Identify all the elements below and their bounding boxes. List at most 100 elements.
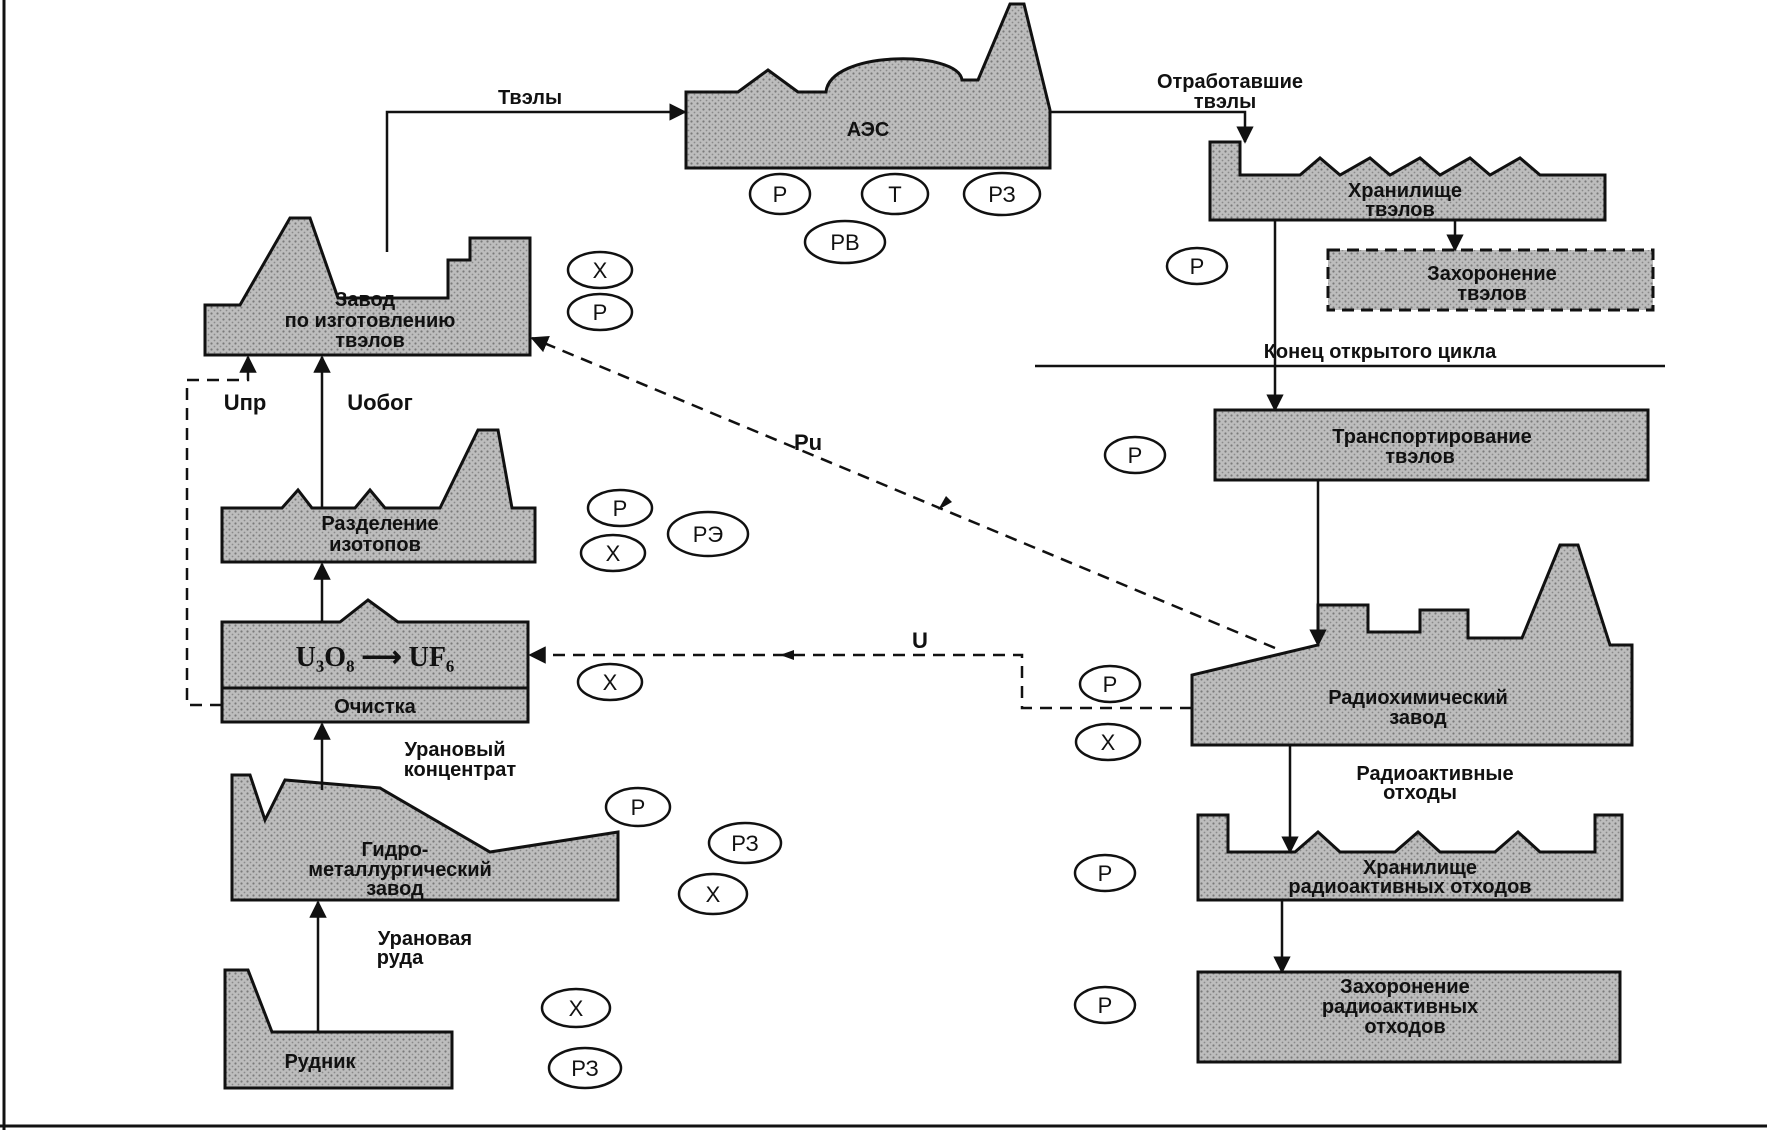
edge-u-label: U bbox=[912, 628, 928, 653]
fuel-plant-building bbox=[203, 216, 532, 357]
marker-fuel-r bbox=[566, 292, 634, 332]
mine-label: Рудник bbox=[284, 1051, 356, 1073]
marker-hydro-rz bbox=[707, 821, 783, 865]
marker-iso-re bbox=[666, 510, 750, 558]
fuel-burial-box bbox=[1326, 248, 1655, 312]
marker-radiochem-x-text: Х bbox=[1101, 730, 1116, 755]
fuel-burial-label-1: Захоронение bbox=[1427, 263, 1557, 285]
edge-tvely-label: Твэлы bbox=[498, 87, 562, 109]
marker-conv-x bbox=[576, 662, 644, 702]
marker-aes-rz-text: РЗ bbox=[988, 182, 1015, 207]
marker-mine-x-text: Х bbox=[569, 996, 584, 1021]
marker-conv-x-text: Х bbox=[603, 670, 618, 695]
marker-hydro-rz-text: РЗ bbox=[731, 831, 758, 856]
marker-aes-t bbox=[860, 172, 930, 216]
marker-storage-r-text: Р bbox=[1190, 254, 1205, 279]
edge-spent-label-2: твэлы bbox=[1194, 91, 1256, 113]
marker-iso-x bbox=[579, 533, 647, 573]
hydromet-label-1: Гидро- bbox=[362, 839, 429, 861]
open-cycle-label: Конец открытого цикла bbox=[1264, 341, 1497, 363]
marker-hydro-r bbox=[604, 786, 672, 828]
marker-radiochem-r-text: Р bbox=[1103, 672, 1118, 697]
hydromet-label-2: металлургический bbox=[308, 859, 492, 881]
edge-u-obog-label: Uобог bbox=[347, 390, 413, 415]
marker-fuel-r-text: Р bbox=[593, 300, 608, 325]
edge-fuel-to-aes bbox=[385, 103, 687, 252]
conversion-formula: U₃O₈ ⟶ UF₆ bbox=[296, 642, 455, 673]
transport-label-1: Транспортирование bbox=[1332, 426, 1531, 448]
marker-aes-rv-text: РВ bbox=[830, 230, 859, 255]
radiochem-label-1: Радиохимический bbox=[1328, 687, 1508, 709]
radiochem-label-2: завод bbox=[1389, 707, 1447, 729]
fuel-storage-building bbox=[1208, 140, 1607, 222]
marker-waste-burial-r bbox=[1073, 985, 1137, 1025]
marker-iso-r-text: Р bbox=[613, 496, 628, 521]
marker-mine-rz-text: РЗ bbox=[571, 1056, 598, 1081]
edge-waste-label-2: отходы bbox=[1383, 782, 1457, 804]
marker-waste-storage-r-text: Р bbox=[1098, 861, 1113, 886]
marker-radiochem-x bbox=[1074, 722, 1142, 762]
isotope-sep-label-1: Разделение bbox=[321, 513, 438, 535]
fuel-plant-label-2: по изготовлению bbox=[285, 310, 456, 332]
marker-mine-x bbox=[540, 987, 612, 1029]
transport-label-2: твэлов bbox=[1385, 446, 1455, 468]
marker-radiochem-r bbox=[1078, 664, 1142, 704]
waste-burial-label-1: Захоронение bbox=[1340, 976, 1470, 998]
marker-hydro-r-text: Р bbox=[631, 795, 646, 820]
fuel-plant-label-1: Завод bbox=[335, 289, 396, 311]
marker-mine-rz bbox=[547, 1046, 623, 1090]
waste-storage-building bbox=[1196, 813, 1624, 902]
fuel-plant-label-3: твэлов bbox=[335, 330, 405, 352]
transport-box bbox=[1213, 408, 1650, 482]
marker-fuel-x-text: Х bbox=[593, 258, 608, 283]
isotope-sep-label-2: изотопов bbox=[329, 534, 421, 556]
marker-hydro-x-text: Х bbox=[706, 882, 721, 907]
aes-label: АЭС bbox=[847, 119, 890, 141]
fuel-storage-label-1: Хранилище bbox=[1348, 180, 1462, 202]
edge-aes-to-storage bbox=[1050, 110, 1254, 144]
edge-concentrate-label-1: Урановый bbox=[405, 739, 506, 761]
fuel-storage-label-2: твэлов bbox=[1365, 199, 1435, 221]
u-midarrow bbox=[780, 650, 794, 660]
marker-aes-t-text: Т bbox=[888, 182, 901, 207]
waste-burial-label-2: радиоактивных bbox=[1322, 996, 1478, 1018]
hydromet-building bbox=[230, 773, 620, 902]
edge-u-pr-dashed bbox=[185, 355, 257, 707]
edge-concentrate-label-2: концентрат bbox=[404, 759, 517, 781]
edge-pu-label: Pu bbox=[794, 430, 822, 455]
hydromet-label-3: завод bbox=[366, 878, 424, 900]
marker-storage-r bbox=[1165, 246, 1229, 286]
marker-waste-burial-r-text: Р bbox=[1098, 993, 1113, 1018]
waste-burial-box bbox=[1196, 970, 1622, 1064]
purification-label: Очистка bbox=[334, 696, 416, 718]
edge-u-pr-label: Uпр bbox=[224, 390, 267, 415]
marker-transport-r-text: Р bbox=[1128, 443, 1143, 468]
marker-iso-x-text: Х bbox=[606, 541, 621, 566]
marker-aes-r bbox=[748, 172, 812, 216]
marker-iso-re-text: РЭ bbox=[693, 522, 724, 547]
marker-aes-r-text: Р bbox=[773, 182, 788, 207]
edge-ore-label-1: Урановая bbox=[378, 928, 472, 950]
marker-fuel-x bbox=[566, 250, 634, 290]
pu-midarrow bbox=[938, 496, 952, 510]
waste-burial-label-3: отходов bbox=[1364, 1016, 1445, 1038]
edge-waste-label-1: Радиоактивные bbox=[1356, 763, 1513, 785]
edge-ore-label-2: руда bbox=[377, 947, 424, 969]
waste-storage-label-2: радиоактивных отходов bbox=[1288, 876, 1531, 898]
conversion-building bbox=[220, 598, 530, 724]
marker-iso-r bbox=[586, 488, 654, 528]
edge-u-dashed bbox=[528, 646, 1192, 710]
edge-pu-dashed bbox=[530, 335, 1276, 650]
mine-building bbox=[223, 968, 454, 1090]
marker-waste-storage-r bbox=[1073, 853, 1137, 893]
marker-aes-rz bbox=[962, 171, 1042, 217]
isotope-sep-building bbox=[220, 428, 537, 564]
waste-storage-label-1: Хранилище bbox=[1363, 857, 1477, 879]
marker-aes-rv bbox=[803, 219, 887, 265]
marker-transport-r bbox=[1103, 435, 1167, 475]
aes-building bbox=[684, 2, 1052, 170]
fuel-burial-label-2: твэлов bbox=[1457, 283, 1527, 305]
marker-hydro-x bbox=[677, 872, 749, 916]
edge-spent-label-1: Отработавшие bbox=[1157, 71, 1303, 93]
